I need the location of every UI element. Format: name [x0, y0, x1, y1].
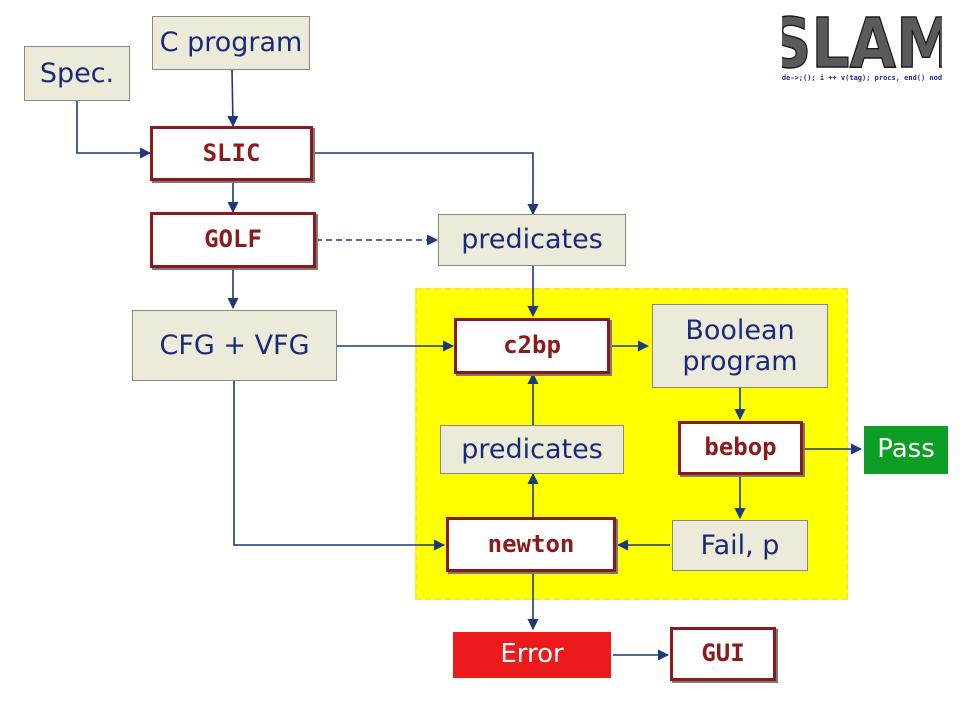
cfg-vfg-box: CFG + VFG [132, 310, 337, 381]
boolean-program-line2: program [682, 346, 798, 377]
predicates-top-label: predicates [461, 224, 603, 256]
boolean-program-line1: Boolean [685, 314, 795, 346]
bebop-label: bebop [704, 433, 777, 462]
predicates-mid-label: predicates [461, 433, 603, 465]
gui-label: GUI [701, 639, 745, 668]
slam-logo: SLAM if(node->;(); i ++ v(tag); procs, e… [761, 3, 960, 90]
c-program-box: C program [152, 16, 310, 70]
slic-label: SLIC [202, 138, 261, 167]
slam-logo-graphic: SLAM if(node->;(); i ++ v(tag); procs, e… [761, 3, 960, 84]
c-program-label: C program [159, 27, 303, 59]
c2bp-box: c2bp [454, 318, 610, 374]
fail-p-label: Fail, p [700, 529, 780, 561]
cfg-vfg-label: CFG + VFG [159, 329, 310, 361]
gui-box: GUI [670, 627, 776, 681]
newton-label: newton [487, 529, 575, 558]
predicates-top-box: predicates [438, 214, 626, 266]
newton-box: newton [446, 517, 616, 572]
arrow-cfg-to-newton [233, 381, 446, 551]
spec-box: Spec. [24, 46, 130, 101]
golf-label: GOLF [204, 225, 262, 254]
slic-box: SLIC [150, 126, 313, 181]
bebop-box: bebop [678, 421, 803, 475]
error-label: Error [500, 639, 564, 670]
slam-logo-title: SLAM [782, 14, 942, 84]
arrow-spec-to-slic [76, 101, 152, 159]
predicates-mid-box: predicates [440, 425, 624, 474]
boolean-program-box: Boolean program [652, 304, 828, 388]
arrow-cprogram-to-slic [227, 69, 239, 128]
c2bp-label: c2bp [503, 331, 561, 360]
error-box: Error [453, 632, 611, 678]
pass-label: Pass [877, 434, 935, 465]
pass-box: Pass [864, 426, 948, 474]
golf-box: GOLF [150, 212, 316, 268]
arrow-slic-to-predicates [313, 152, 539, 216]
spec-label: Spec. [39, 57, 115, 89]
fail-p-box: Fail, p [672, 520, 808, 571]
slam-logo-code: if(node->;(); i ++ v(tag); procs, end() … [782, 74, 942, 82]
